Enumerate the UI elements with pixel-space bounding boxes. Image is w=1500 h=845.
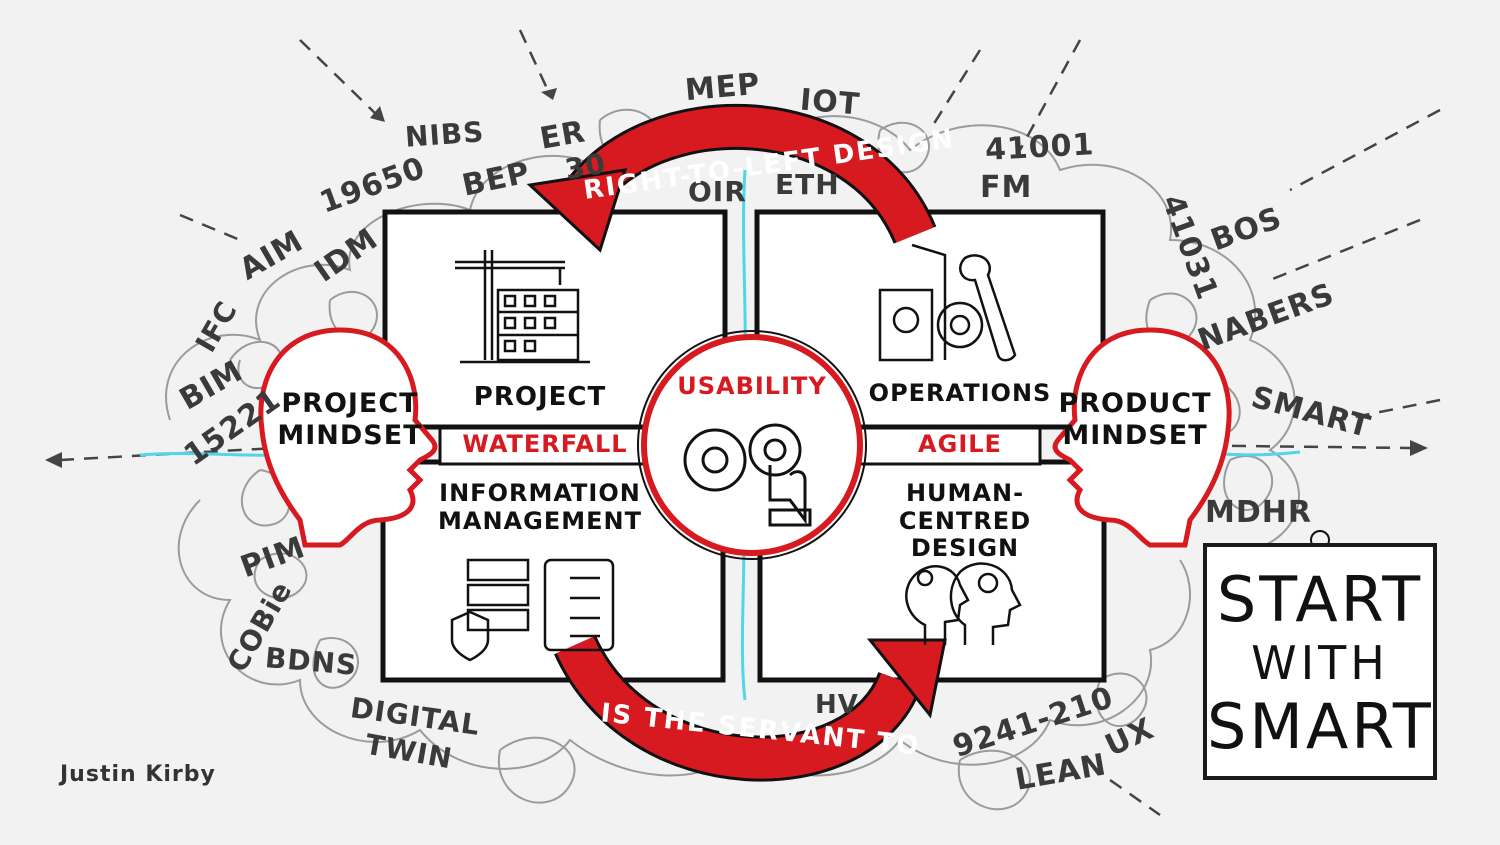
badge-line-smart: SMART [1207, 690, 1434, 763]
connector-bars [438, 426, 1042, 466]
product-mindset-line1: PRODUCT [1058, 388, 1212, 419]
start-with-smart-badge: START WITH SMART [1203, 543, 1437, 780]
term-hv: HV [815, 690, 859, 720]
product-mindset-label: PRODUCT MINDSET [1055, 388, 1215, 453]
waterfall-label: WATERFALL [462, 430, 628, 458]
project-mindset-line1: PROJECT [281, 388, 419, 419]
agile-label: AGILE [918, 430, 1002, 458]
product-mindset-line2: MINDSET [1062, 420, 1208, 452]
information-label-line2: MANAGEMENT [438, 506, 642, 535]
term-fm: FM [980, 170, 1033, 205]
term-iot: IOT [798, 82, 862, 123]
operations-tools-icon [878, 243, 1017, 362]
information-management-label: INFORMATION MANAGEMENT [430, 479, 650, 535]
gears-hand-icon [683, 423, 812, 527]
dashed-arrowheads [45, 88, 1428, 468]
top-arrow [526, 103, 937, 253]
crane-building-icon [455, 250, 590, 364]
project-label: PROJECT [473, 382, 607, 412]
operations-label: OPERATIONS [868, 379, 1052, 407]
project-mindset-label: PROJECT MINDSET [270, 388, 430, 453]
term-mdhr: MDHR [1205, 495, 1312, 530]
right-head [1052, 327, 1232, 548]
badge-line-start: START [1216, 563, 1424, 636]
term-eth: ETH [775, 168, 840, 201]
servers-checklist-icon [450, 558, 615, 662]
term-nibs: NIBS [403, 115, 486, 154]
human-centred-design-label: HUMAN- CENTRED DESIGN [845, 479, 1085, 563]
usability-label: USABILITY [677, 372, 827, 400]
hcd-label-line1: HUMAN- [905, 479, 1025, 507]
information-label-line1: INFORMATION [439, 479, 641, 507]
bottom-arrow [554, 634, 947, 782]
project-mindset-line2: MINDSET [277, 420, 423, 452]
left-head [258, 327, 438, 548]
term-oir: OIR [688, 175, 747, 208]
artist-signature: Justin Kirby [60, 762, 216, 787]
badge-line-with: WITH [1251, 636, 1389, 690]
term-mep: MEP [683, 66, 762, 109]
two-heads-icon [905, 562, 1022, 645]
hcd-label-line2: CENTRED DESIGN [898, 506, 1032, 563]
term-41001: 41001 [984, 127, 1096, 168]
